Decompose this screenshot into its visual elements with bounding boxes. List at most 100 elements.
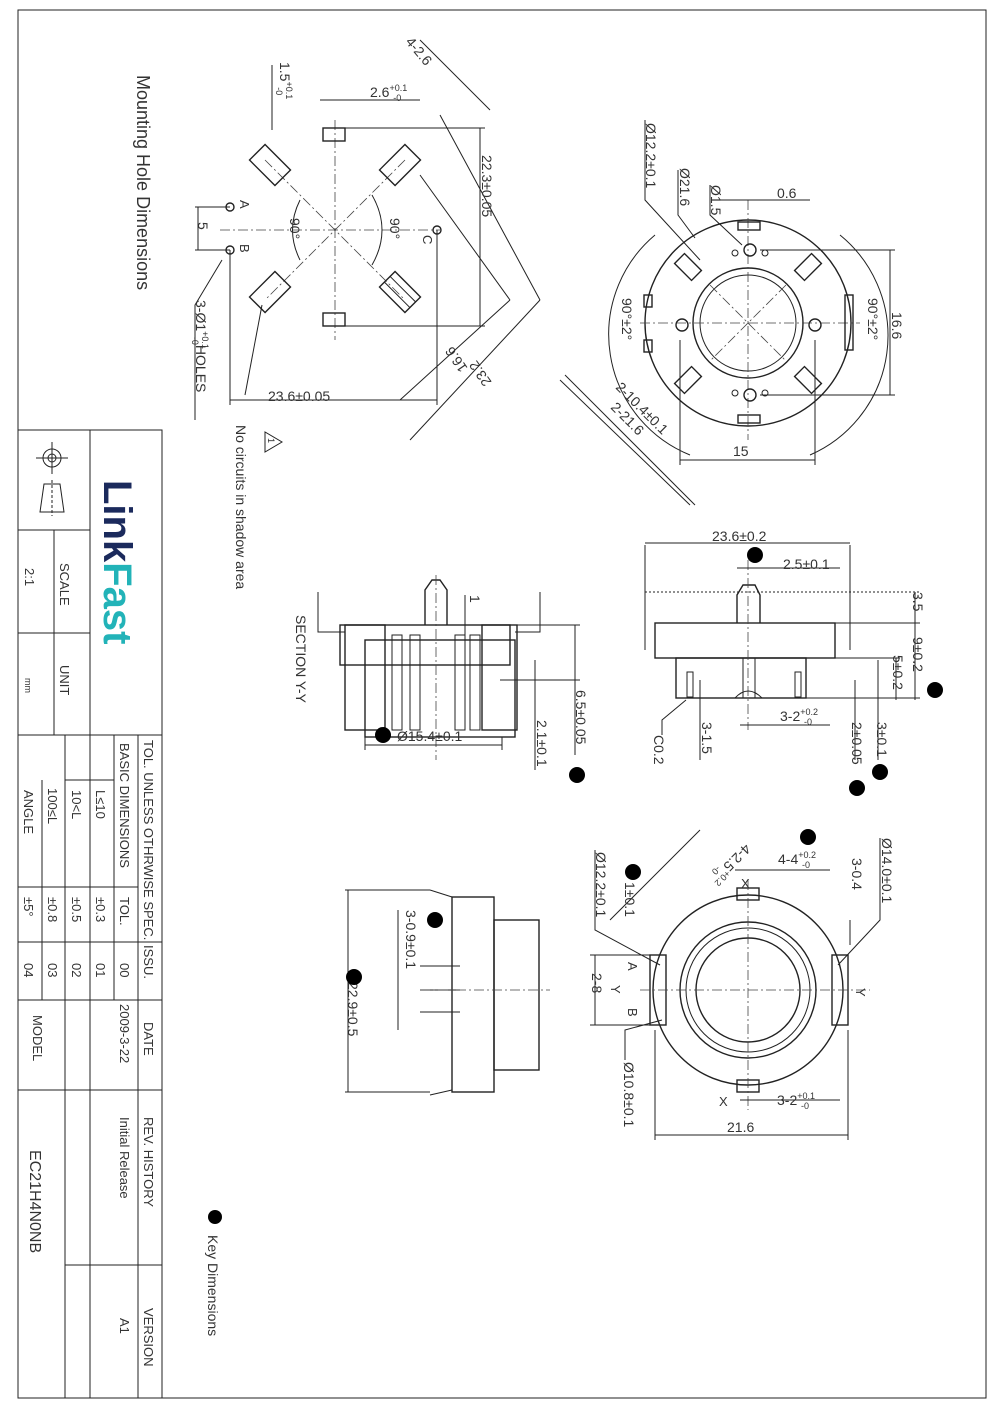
dim-22-3: 22.3±0.05 (479, 155, 495, 217)
dim-d12-2: Ø12.2±0.1 (593, 852, 609, 917)
mounting-slot (322, 127, 346, 142)
key-dimension-marker (375, 727, 391, 743)
scale-value: 2:1 (22, 568, 37, 586)
rev-history-value: Initial Release (117, 1117, 132, 1199)
dim-3-1-5: 3-1.5 (699, 722, 715, 754)
rev-history-label: REV. HISTORY (141, 1117, 156, 1207)
section-title: SECTION Y-Y (293, 615, 309, 704)
dim-d15-4: Ø15.4±0.1 (397, 728, 462, 744)
issue-number: 01 (93, 963, 108, 977)
axis-y-left: Y (608, 985, 623, 994)
key-dimension-legend-marker (208, 1210, 222, 1224)
dim-3-2: 3-2+0.1-0 (777, 1091, 815, 1111)
dim-6-5: 6.5±0.05 (573, 690, 589, 745)
dim-5: 5 (195, 222, 211, 230)
chamfer-c0-2: C0.2 (651, 735, 667, 765)
note-triangle-icon (264, 431, 283, 453)
issue-number: 03 (45, 963, 60, 977)
angle-left: 90° (287, 218, 303, 239)
sheet-border (17, 9, 987, 1399)
issue-number: 00 (117, 963, 132, 977)
issue-number: 04 (21, 963, 36, 977)
dim-16-6: 16.6 (889, 312, 905, 339)
label-a: A (625, 962, 640, 971)
dim-2-6: 2.6+0.1-0 (370, 83, 407, 103)
dim-2: 2±0.05 (849, 722, 865, 765)
dim-d14: Ø14.0±0.1 (879, 838, 895, 903)
label-b: B (237, 244, 252, 253)
angle-left: 90°±2° (619, 298, 635, 340)
label-c: C (420, 235, 435, 244)
tol-label: TOL. (117, 897, 132, 926)
top-view: Ø12.2±0.1 Ø21.6 Ø1.5 0.6 90°±2° 90°±2° 1… (559, 120, 905, 506)
dim-1: 1 (467, 595, 483, 603)
shadow-note: No circuits in shadow area (233, 425, 249, 589)
key-dimension-marker (569, 767, 585, 783)
dim-4-4: 4-4+0.2-0 (778, 850, 816, 870)
dim-15: 15 (733, 443, 749, 459)
dim-2-1: 2.1±0.1 (534, 720, 550, 767)
label-a: A (237, 200, 252, 209)
key-dimension-marker (800, 829, 816, 845)
dim-22-9: 22.9±0.5 (345, 982, 361, 1037)
scale-label: SCALE (57, 563, 72, 606)
tol-value: ±0.8 (45, 897, 60, 922)
tol-range: ANGLE (21, 790, 36, 834)
dim-3-5: 3.5 (910, 592, 926, 612)
tol-range: 10<L (69, 790, 84, 819)
dim-2-8: 2-8 (589, 973, 605, 993)
dim-3-2: 3-2+0.2-0 (780, 707, 818, 727)
key-dimension-marker (346, 969, 362, 985)
end-view: 22.9±0.5 3-0.9±0.1 (345, 889, 550, 1096)
tol-range: 100≤L (45, 788, 60, 824)
dim-16-6: 16.6 (442, 344, 471, 376)
tol-range: L≤10 (93, 790, 108, 819)
dim-d21-6: Ø21.6 (677, 168, 693, 206)
dim-5: 5±0.2 (890, 655, 906, 690)
angle-right: 90°±2° (865, 298, 881, 340)
third-angle-projection-icon (36, 442, 68, 516)
model-label: MODEL (30, 1015, 45, 1061)
dim-4-2-6: 4-2.6 (403, 34, 436, 69)
model-value: EC21H4N0NB (26, 1150, 43, 1253)
linkfast-logo: LinkFast (95, 480, 139, 644)
dim-9: 9±0.2 (910, 637, 926, 672)
unit-value: mm (23, 678, 33, 693)
dim-d10-8: Ø10.8±0.1 (621, 1062, 637, 1127)
holes-spec: 3-Ø1+0.1-0HOLES (190, 300, 210, 392)
tol-value: ±0.3 (93, 897, 108, 922)
version-value: A1 (117, 1318, 132, 1334)
version-label: VERSION (141, 1308, 156, 1367)
note-number: 1 (266, 438, 276, 443)
axis-y-right: Y (853, 988, 868, 997)
label-b: B (625, 1008, 640, 1017)
axis-x-top: X (741, 876, 750, 891)
date-label: DATE (141, 1022, 156, 1056)
key-dimension-marker (849, 780, 865, 796)
bottom-view: 4-2.5+0.2-0 4-4+0.2-0 3-0.4 Ø14.0±0.1 Ø1… (589, 829, 895, 1140)
title-block: LinkFast SCALE 2:1 UNIT mm TOL. UNLESS O… (17, 429, 163, 1399)
angle-right: 90° (387, 218, 403, 239)
section-view: SECTION Y-Y 1 6.5±0.05 2.1±0.1 Ø15.4±0.1 (293, 575, 589, 783)
dim-0-6: 0.6 (777, 185, 797, 201)
tol-header: TOL. UNLESS OTHRWISE SPEC. (141, 740, 156, 940)
mounting-hole-title: Mounting Hole Dimensions (133, 75, 153, 290)
issu-label: ISSU. (141, 945, 156, 979)
key-dimension-marker (927, 682, 943, 698)
dim-2-5: 2.5±0.1 (783, 556, 830, 572)
dim-23-6: 23.6±0.05 (268, 388, 330, 404)
dim-1-5: 1.5+0.1-0 (274, 62, 294, 99)
key-dimensions-legend: Key Dimensions (205, 1235, 221, 1336)
unit-label: UNIT (57, 665, 72, 695)
dim-3-0-9: 3-0.9±0.1 (403, 910, 419, 969)
key-dimension-marker (872, 764, 888, 780)
issue-number: 02 (69, 963, 84, 977)
side-view: 23.6±0.2 2.5±0.1 3.5 9±0.2 5±0.2 3-2+0.2… (644, 528, 943, 796)
axis-x-bottom: X (719, 1094, 728, 1109)
dim-1: 1±0.1 (622, 882, 638, 917)
mounting-slot (322, 312, 346, 327)
key-dimension-marker (625, 864, 641, 880)
tol-value: ±5° (21, 897, 36, 917)
dim-d12-2: Ø12.2±0.1 (643, 123, 659, 188)
